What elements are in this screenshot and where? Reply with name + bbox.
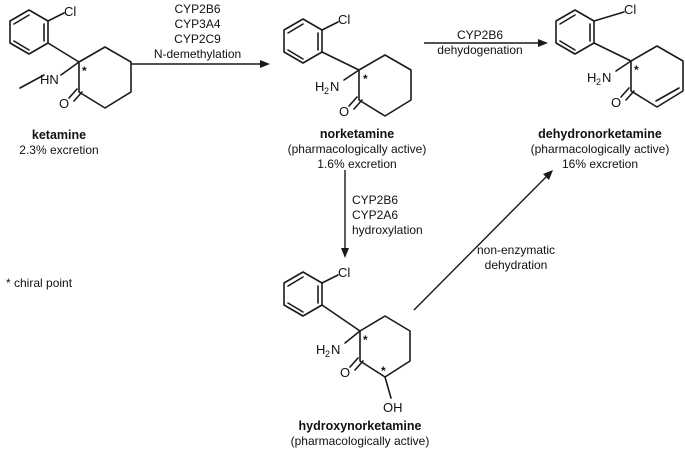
ketamine-chiral-mark: * [82, 64, 87, 78]
hydroxynorketamine-hydroxyl: OH [383, 400, 403, 415]
demethylation-conditions: CYP2B6 CYP3A4 CYP2C9 N-demethylation [140, 2, 255, 62]
norketamine-chiral-mark: * [363, 72, 368, 86]
svg-text:2: 2 [596, 77, 601, 87]
dehydrogenation-conditions: CYP2B6 dehydogenation [425, 28, 535, 58]
svg-text:2: 2 [324, 86, 329, 96]
dehydronorketamine-chlorine: Cl [624, 2, 636, 17]
dehydronorketamine-amine-group: H 2 N [587, 70, 611, 87]
enzyme-cyp3a4: CYP3A4 [174, 17, 221, 31]
ketamine-oxygen: O [59, 96, 69, 111]
norketamine-excretion: 1.6% excretion [317, 157, 397, 171]
hydroxynorketamine-amine-group: H 2 N [316, 342, 340, 359]
reaction-name: dehydogenation [437, 43, 523, 57]
hydroxynorketamine-chiral-mark-c3: * [381, 364, 386, 378]
norketamine-label: norketamine (pharmacologically active) 1… [272, 127, 442, 172]
enzyme-cyp2b6: CYP2B6 [174, 2, 221, 16]
reaction-name: hydroxylation [352, 223, 423, 237]
arrow-demethylation [131, 60, 270, 68]
dehydronorketamine-activity: (pharmacologically active) [530, 142, 670, 156]
dehydronorketamine-cyclohexenone-ring [630, 45, 684, 108]
ketamine-chlorine: Cl [64, 4, 76, 19]
norketamine-cyclohexanone-ring [358, 54, 412, 117]
norketamine-name: norketamine [319, 127, 395, 141]
ketamine-nh-group: HN [40, 72, 59, 87]
ketamine-cyclohexanone-ring [78, 46, 132, 109]
dehydronorketamine-structure: Cl H 2 N O * [555, 2, 684, 110]
reaction-name: N-demethylation [153, 47, 242, 61]
norketamine-phenyl-ring [283, 18, 323, 64]
chiral-point-legend: * chiral point [6, 276, 72, 291]
svg-text:N: N [331, 342, 340, 357]
hydroxynorketamine-phenyl-ring [283, 271, 323, 317]
chiral-point-note: * chiral point [6, 276, 73, 290]
reaction-type: non-enzymatic [476, 243, 556, 257]
svg-text:H: H [316, 342, 325, 357]
dehydronorketamine-oxygen: O [611, 95, 621, 110]
ketamine-phenyl-ring [9, 9, 49, 55]
svg-text:2: 2 [325, 349, 330, 359]
hydroxynorketamine-oxygen: O [340, 365, 350, 380]
ketamine-label: ketamine 2.3% excretion [14, 128, 104, 158]
norketamine-activity: (pharmacologically active) [287, 142, 427, 156]
svg-text:H: H [315, 79, 324, 94]
dehydronorketamine-phenyl-ring [555, 9, 595, 55]
enzyme-cyp2b6: CYP2B6 [456, 28, 504, 42]
enzyme-cyp2a6: CYP2A6 [352, 208, 399, 222]
hydroxynorketamine-label: hydroxynorketamine (pharmacologically ac… [280, 419, 440, 449]
svg-text:H: H [587, 70, 596, 85]
dehydronorketamine-excretion: 16% excretion [561, 157, 639, 171]
hydroxylation-conditions: CYP2B6 CYP2A6 hydroxylation [352, 193, 432, 238]
enzyme-cyp2b6: CYP2B6 [352, 193, 399, 207]
svg-text:N: N [330, 79, 339, 94]
dehydronorketamine-chiral-mark: * [634, 63, 639, 77]
arrow-dehydrogenation [424, 39, 548, 47]
hydroxynorketamine-cyclohexanone-ring [359, 315, 411, 378]
hydroxynorketamine-chlorine: Cl [338, 265, 350, 280]
norketamine-amine-group: H 2 N [315, 79, 339, 96]
ketamine-excretion: 2.3% excretion [19, 143, 99, 157]
norketamine-chlorine: Cl [338, 12, 350, 27]
arrow-hydroxylation [341, 170, 349, 258]
hydroxynorketamine-structure: Cl H 2 N O OH * * [283, 265, 411, 415]
hydroxynorketamine-name: hydroxynorketamine [298, 419, 422, 433]
svg-text:N: N [602, 70, 611, 85]
dehydration-conditions: non-enzymatic dehydration [466, 243, 566, 273]
ketamine-structure: Cl HN O * [9, 4, 132, 111]
ketamine-name: ketamine [31, 128, 87, 142]
enzyme-cyp2c9: CYP2C9 [174, 32, 221, 46]
dehydronorketamine-label: dehydronorketamine (pharmacologically ac… [520, 127, 680, 172]
hydroxynorketamine-activity: (pharmacologically active) [290, 434, 430, 448]
reaction-name: dehydration [484, 258, 548, 272]
arrow-dehydration [413, 170, 553, 311]
dehydronorketamine-name: dehydronorketamine [538, 127, 662, 141]
norketamine-oxygen: O [339, 104, 349, 119]
hydroxynorketamine-chiral-mark-c1: * [363, 333, 368, 347]
norketamine-structure: Cl H 2 N O * [283, 12, 412, 119]
